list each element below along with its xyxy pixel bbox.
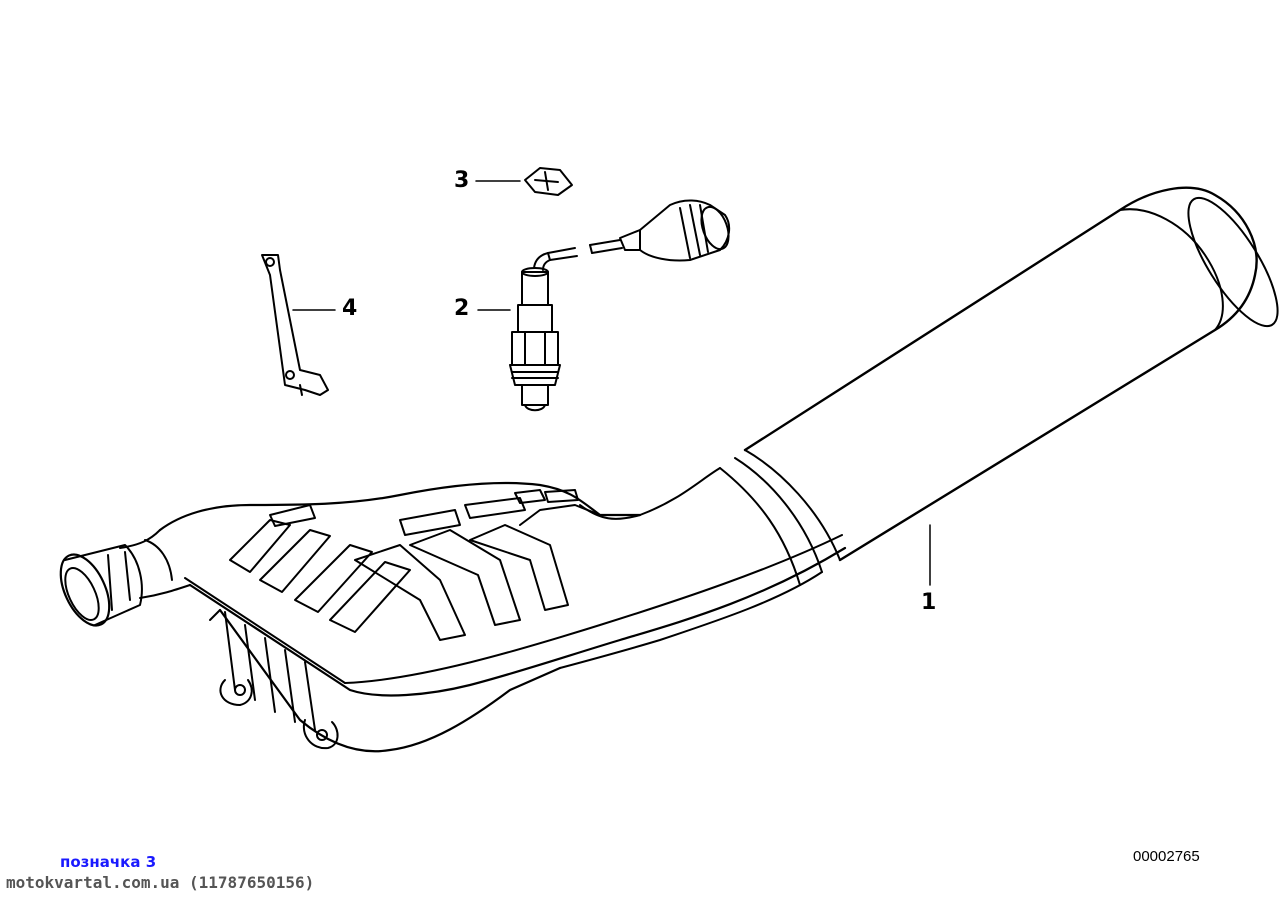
callout-2: 2	[454, 296, 470, 321]
callout-4: 4	[342, 296, 358, 321]
diagram-number: 00002765	[1133, 848, 1200, 865]
callout-3: 3	[454, 168, 470, 193]
oxygen-sensor-drawing	[509, 199, 731, 412]
bracket-drawing	[261, 254, 329, 396]
cable-clip-drawing	[524, 167, 573, 196]
muffler-drawing	[59, 186, 1279, 753]
callout-1: 1	[921, 590, 937, 615]
marker-label: позначка 3	[60, 853, 157, 871]
site-watermark-text: motokvartal.com.ua (11787650156)	[6, 873, 315, 892]
